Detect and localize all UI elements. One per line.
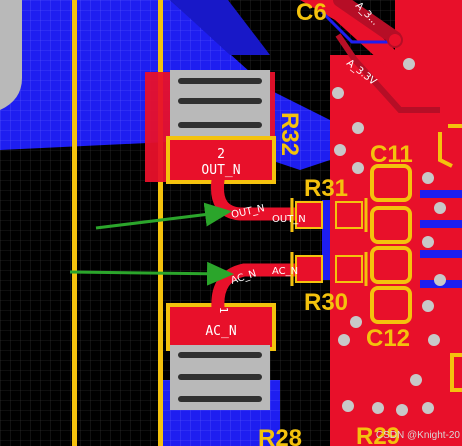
ic-silk-outline-lower (450, 353, 462, 392)
designator-c6: C6 (296, 0, 327, 26)
mounting-pad (0, 0, 22, 110)
r30-footprint[interactable] (290, 252, 368, 286)
net-label-ac-n-2: AC_N (272, 266, 298, 277)
net-label-out-n-2: OUT_N (272, 214, 306, 225)
pad-number-1: 1 (217, 307, 230, 314)
designator-r31: R31 (304, 175, 348, 202)
c11-footprint[interactable] (370, 164, 412, 244)
pad-net-ac-n: AC_N (205, 324, 236, 339)
designator-r29: R29 (356, 423, 400, 446)
vias (332, 32, 446, 416)
watermark: CSDN @Knight-20 (376, 430, 461, 441)
pad-number-2: 2 (217, 147, 225, 162)
component-upper[interactable] (145, 70, 276, 184)
designator-c12: C12 (366, 325, 410, 352)
designator-r28: R28 (258, 425, 302, 446)
arrow-ac-n (69, 261, 234, 286)
arrow-out-n (95, 202, 232, 230)
silk-line-left (72, 0, 77, 446)
ic-silk-outline (438, 124, 462, 168)
designator-r32: R32 (276, 112, 303, 156)
designator-c11: C11 (370, 141, 413, 168)
r31-footprint[interactable] (290, 198, 368, 232)
component-lower[interactable] (166, 303, 276, 410)
designator-r30: R30 (304, 289, 348, 316)
silk-line-right (158, 0, 163, 446)
pad-net-out-n: OUT_N (201, 163, 240, 178)
c12-footprint[interactable] (370, 246, 412, 324)
